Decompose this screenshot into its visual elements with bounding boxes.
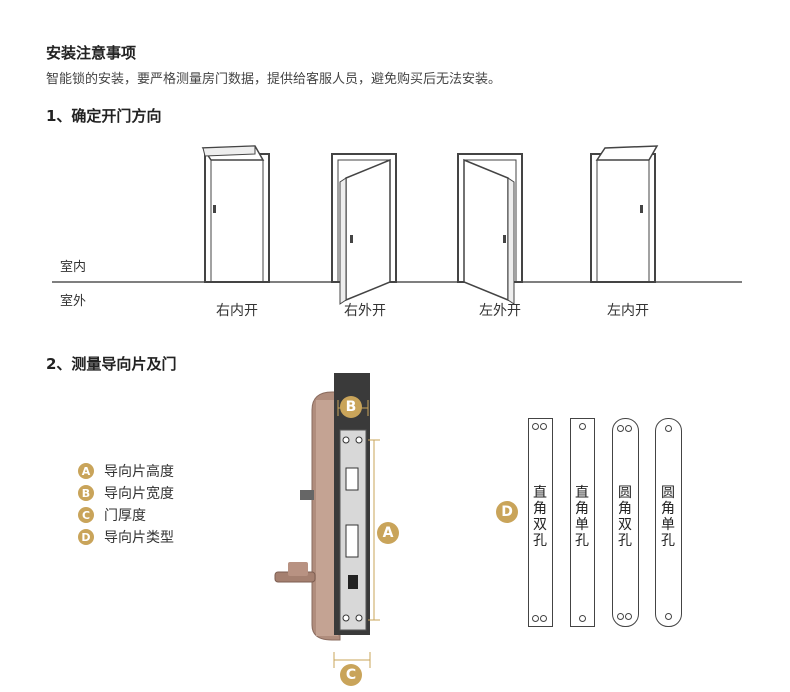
page-description: 智能锁的安装，要严格测量房门数据，提供给客服人员，避免购买后无法安装。 bbox=[46, 72, 502, 87]
badge-c-diagram: C bbox=[340, 664, 362, 686]
door-right-inward bbox=[201, 145, 270, 283]
plate-square-double-hole: 直角双孔 bbox=[528, 418, 553, 627]
door-label-1: 右内开 bbox=[216, 303, 258, 319]
plate-label-1: 直角双孔 bbox=[533, 485, 547, 549]
badge-d-icon: D bbox=[78, 529, 94, 545]
plate-label-4: 圆角单孔 bbox=[661, 485, 675, 549]
indoor-label: 室内 bbox=[60, 260, 87, 275]
section1-title: 1、确定开门方向 bbox=[46, 107, 162, 125]
legend-item-d: D 导向片类型 bbox=[78, 526, 174, 548]
plate-label-3: 圆角双孔 bbox=[618, 485, 632, 549]
badge-c-icon: C bbox=[78, 507, 94, 523]
badge-a-icon: A bbox=[78, 463, 94, 479]
legend-item-b: B 导向片宽度 bbox=[78, 482, 174, 504]
plate-label-2: 直角单孔 bbox=[575, 485, 589, 549]
outdoor-label: 室外 bbox=[60, 294, 87, 309]
door-direction-diagram bbox=[52, 145, 742, 305]
page-title: 安装注意事项 bbox=[46, 44, 137, 62]
plate-round-single-hole: 圆角单孔 bbox=[655, 418, 682, 627]
plate-round-double-hole: 圆角双孔 bbox=[612, 418, 639, 627]
door-right-outward bbox=[331, 153, 397, 305]
section2-title: 2、测量导向片及门 bbox=[46, 355, 177, 373]
badge-d-diagram: D bbox=[496, 501, 518, 523]
door-label-4: 左内开 bbox=[607, 303, 649, 319]
door-left-outward bbox=[457, 153, 523, 305]
door-label-2: 右外开 bbox=[344, 303, 386, 319]
door-left-inward bbox=[590, 145, 659, 283]
badge-b-diagram: B bbox=[340, 396, 362, 418]
lock-diagram bbox=[274, 373, 380, 668]
measurement-legend: A 导向片高度 B 导向片宽度 C 门厚度 D 导向片类型 bbox=[78, 460, 174, 548]
plate-square-single-hole: 直角单孔 bbox=[570, 418, 595, 627]
badge-b-icon: B bbox=[78, 485, 94, 501]
badge-a-diagram: A bbox=[377, 522, 399, 544]
door-label-3: 左外开 bbox=[479, 303, 521, 319]
legend-item-a: A 导向片高度 bbox=[78, 460, 174, 482]
legend-item-c: C 门厚度 bbox=[78, 504, 174, 526]
